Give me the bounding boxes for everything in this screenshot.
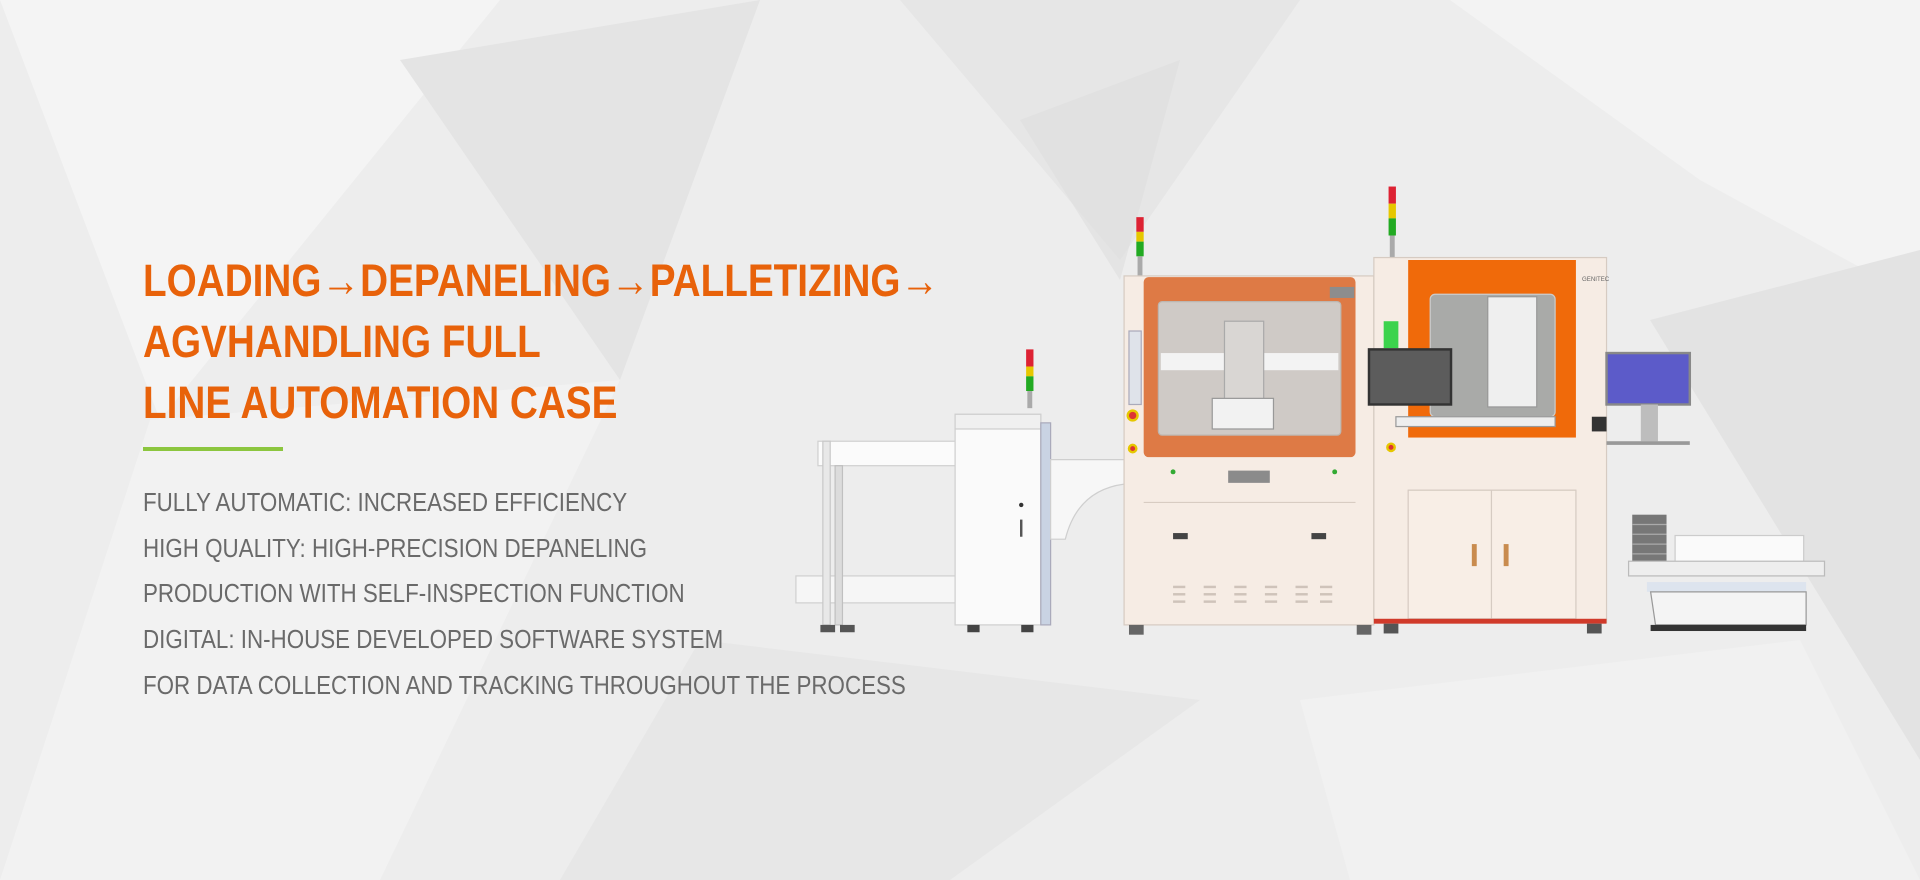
green-divider xyxy=(143,447,283,451)
feature-item: FULLY AUTOMATIC: INCREASED EFFICIENCY xyxy=(143,487,628,517)
feature-item: FOR DATA COLLECTION AND TRACKING THROUGH… xyxy=(143,669,906,700)
conveyor-frame xyxy=(795,440,956,633)
title-line-2: AGVHANDLING FULL xyxy=(143,316,541,367)
feature-list: FULLY AUTOMATIC: INCREASED EFFICIENCY HI… xyxy=(143,480,1030,709)
feature-item: HIGH QUALITY: HIGH-PRECISION DEPANELING xyxy=(143,532,648,563)
feature-item: DIGITAL: IN-HOUSE DEVELOPED SOFTWARE SYS… xyxy=(143,624,724,655)
agv-robot xyxy=(1627,514,1826,632)
depaneling-machine xyxy=(1123,217,1375,635)
feature-item: PRODUCTION WITH SELF-INSPECTION FUNCTION xyxy=(143,578,685,609)
machine-brand-label: GENITEC xyxy=(1582,276,1610,283)
banner-title: LOADING→DEPANELING→PALLETIZING→ AGVHANDL… xyxy=(143,250,1069,433)
title-line-1: LOADING→DEPANELING→PALLETIZING→ xyxy=(143,255,940,306)
loader-machine xyxy=(954,349,1125,633)
title-line-3: LINE AUTOMATION CASE xyxy=(143,377,618,428)
palletizing-machine: GENITEC xyxy=(1367,186,1692,634)
